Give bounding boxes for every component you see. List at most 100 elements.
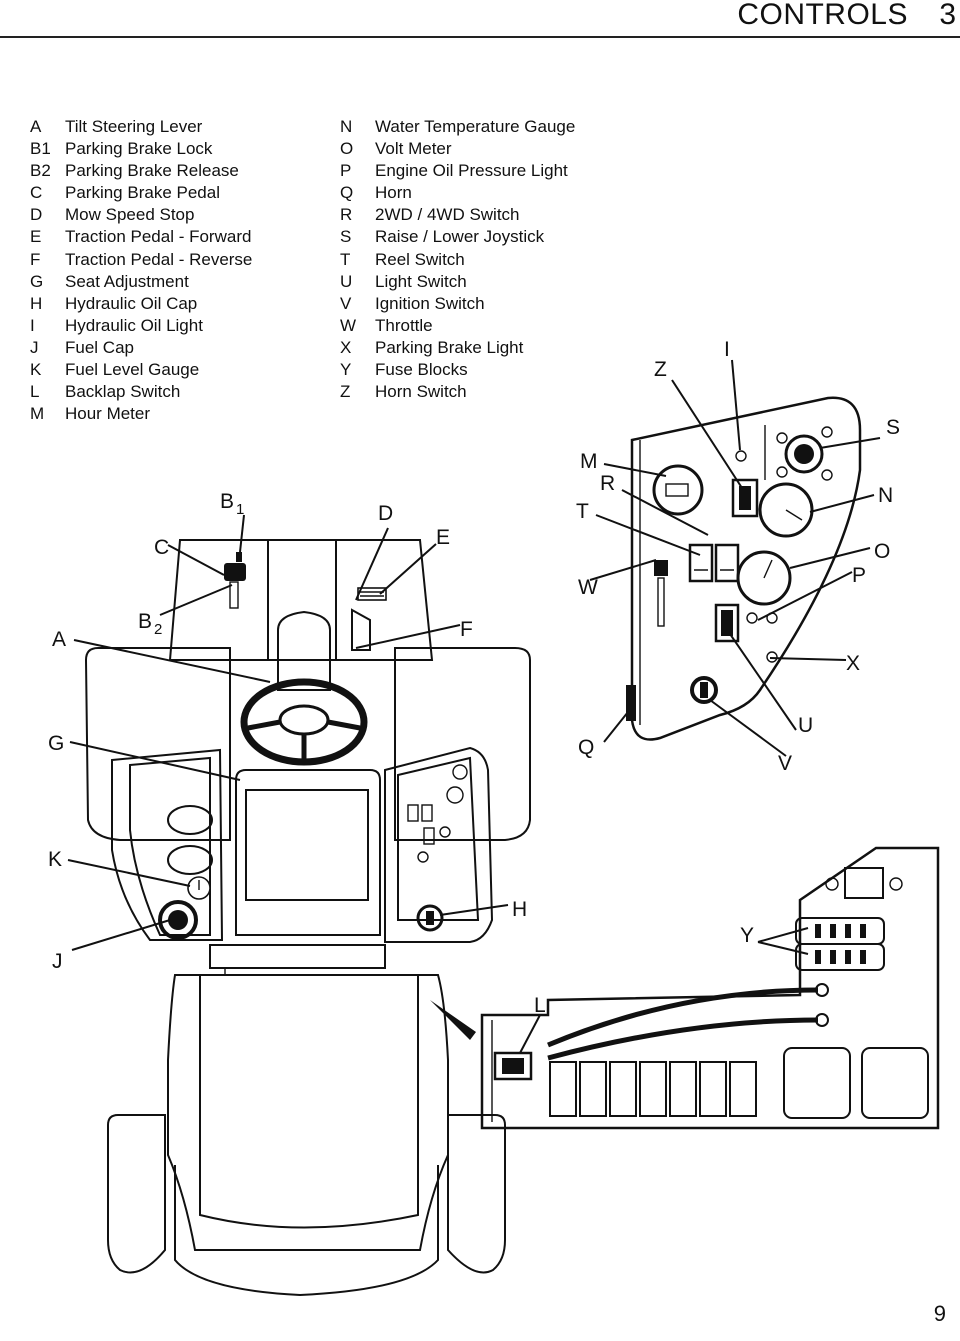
legend-label: Hydraulic Oil Light xyxy=(65,315,203,335)
legend-label: Hour Meter xyxy=(65,404,151,424)
legend-key: Y xyxy=(340,360,352,380)
legend-key: H xyxy=(30,293,43,313)
legend-item: W Throttle xyxy=(340,315,575,337)
legend-key: L xyxy=(30,382,40,402)
callout-i: I xyxy=(724,338,730,361)
legend-key: P xyxy=(340,161,352,181)
callout-f: F xyxy=(460,618,473,641)
legend-item: P Engine Oil Pressure Light xyxy=(340,160,575,182)
legend-key: V xyxy=(340,293,352,313)
legend-label: Parking Brake Pedal xyxy=(65,183,220,203)
callout-b1: B xyxy=(220,490,234,513)
legend-item: S Raise / Lower Joystick xyxy=(340,226,575,248)
callout-s: S xyxy=(886,416,900,439)
legend-key: K xyxy=(30,360,42,380)
callout-b1-sub: 1 xyxy=(236,501,244,518)
callout-labels: A B 1 B 2 C D E F G H I J K L M N O P Q … xyxy=(48,338,900,1017)
legend-item: C Parking Brake Pedal xyxy=(30,182,252,204)
callout-x: X xyxy=(846,652,860,675)
chapter-number: 3 xyxy=(939,0,956,31)
legend-label: Parking Brake Lock xyxy=(65,139,213,159)
legend-key: Q xyxy=(340,183,354,203)
legend-label: Fuel Level Gauge xyxy=(65,360,200,380)
callout-p: P xyxy=(852,564,866,587)
legend-label: Fuse Blocks xyxy=(375,360,468,380)
legend-key: W xyxy=(340,315,357,335)
legend-item: V Ignition Switch xyxy=(340,293,575,315)
legend-key: S xyxy=(340,227,352,247)
legend-label: Hydraulic Oil Cap xyxy=(65,293,198,313)
legend-key: C xyxy=(30,183,43,203)
legend-key: A xyxy=(30,117,42,136)
legend-item: U Light Switch xyxy=(340,271,575,293)
legend-label: 2WD / 4WD Switch xyxy=(375,205,520,225)
legend-label: Light Switch xyxy=(375,271,467,291)
legend-item: K Fuel Level Gauge xyxy=(30,359,252,381)
legend-label: Tilt Steering Lever xyxy=(65,117,203,136)
callout-w: W xyxy=(578,576,598,599)
legend-key: J xyxy=(30,337,39,357)
legend-key: B2 xyxy=(30,161,51,181)
legend-label: Engine Oil Pressure Light xyxy=(375,161,568,181)
callout-u: U xyxy=(798,714,813,737)
callout-q: Q xyxy=(578,736,594,759)
callout-b2-sub: 2 xyxy=(154,621,162,638)
legend-label: Fuel Cap xyxy=(65,337,134,357)
legend-label: Raise / Lower Joystick xyxy=(375,227,545,247)
legend-item: H Hydraulic Oil Cap xyxy=(30,293,252,315)
leader-lines xyxy=(67,359,881,1054)
callout-g: G xyxy=(48,732,64,755)
callout-d: D xyxy=(378,502,393,525)
legend-label: Water Temperature Gauge xyxy=(375,117,576,136)
callout-c: C xyxy=(154,536,169,559)
machine-top-view xyxy=(84,539,531,1297)
legend-item: A Tilt Steering Lever xyxy=(30,116,252,138)
section-title: CONTROLS xyxy=(737,0,908,31)
legend-key: B1 xyxy=(30,139,51,159)
legend-key: X xyxy=(340,337,352,357)
legend-item: N Water Temperature Gauge xyxy=(340,116,575,138)
legend-label: Throttle xyxy=(375,315,433,335)
callout-j: J xyxy=(52,950,63,973)
legend-item: J Fuel Cap xyxy=(30,337,252,359)
callout-r: R xyxy=(600,472,615,495)
legend-label: Traction Pedal - Forward xyxy=(65,227,252,247)
legend-key: O xyxy=(340,139,354,159)
legend-label: Horn xyxy=(375,183,412,203)
legend-key: D xyxy=(30,205,43,225)
callout-m: M xyxy=(580,450,598,473)
callout-y: Y xyxy=(740,924,754,947)
legend-key: F xyxy=(30,249,41,269)
legend-label: Volt Meter xyxy=(375,139,452,159)
callout-n: N xyxy=(878,484,893,507)
legend-item: X Parking Brake Light xyxy=(340,337,575,359)
page-number: 9 xyxy=(933,1301,946,1326)
callout-k: K xyxy=(48,848,62,871)
legend-key: R xyxy=(340,205,353,225)
legend-item: O Volt Meter xyxy=(340,138,575,160)
legend-item: Q Horn xyxy=(340,182,575,204)
header-rule xyxy=(0,36,960,38)
legend-key: U xyxy=(340,271,353,291)
legend-label: Horn Switch xyxy=(375,382,467,402)
legend-key: T xyxy=(340,249,351,269)
legend-label: Ignition Switch xyxy=(375,293,485,313)
legend-key: N xyxy=(340,117,353,136)
legend-item: R 2WD / 4WD Switch xyxy=(340,204,575,226)
callout-t: T xyxy=(576,500,589,523)
callout-a: A xyxy=(52,628,66,651)
legend-label: Parking Brake Light xyxy=(375,337,524,357)
callout-v: V xyxy=(778,752,792,775)
callout-b2: B xyxy=(138,610,152,633)
